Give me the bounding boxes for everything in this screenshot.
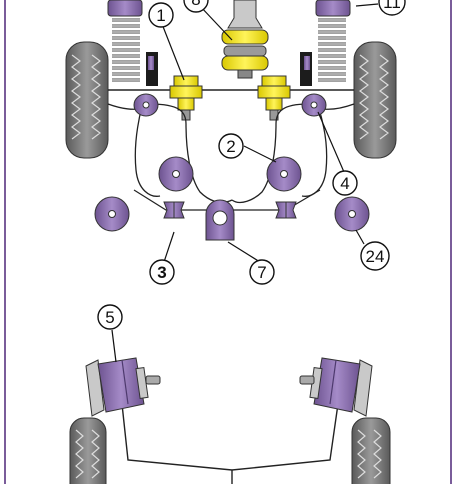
front-right-strut [300, 0, 351, 86]
callout-2: 2 [218, 133, 244, 159]
callout-4: 4 [332, 170, 358, 196]
front-yellow-bush-left [169, 75, 203, 121]
callout-7: 7 [249, 259, 275, 285]
callout-5-label: 5 [105, 308, 114, 327]
callout-11-label: 11 [383, 0, 401, 12]
callout-5: 5 [97, 304, 123, 330]
callout-3: 3 [149, 259, 175, 285]
rear-trailing-arm-bush-right [299, 357, 373, 417]
callout-24-label: 24 [366, 247, 385, 266]
callout-1: 1 [148, 2, 174, 28]
callout-2-label: 2 [226, 137, 235, 156]
front-yellow-bush-right [257, 75, 291, 121]
engine-mount-bush [221, 0, 269, 79]
callout-leaders [111, 3, 379, 363]
rear-left-tyre [69, 417, 107, 484]
front-left-strut [107, 0, 158, 86]
callout-3-label: 3 [157, 263, 166, 282]
bush-loose-left [94, 196, 130, 232]
callout-4-label: 4 [340, 174, 349, 193]
front-arm-bush-small-right [301, 93, 327, 117]
callout-8: 8 [183, 0, 209, 13]
bush-24 [334, 196, 370, 232]
front-right-tyre [353, 41, 397, 159]
front-arm-bush-rear-left [158, 156, 194, 192]
rear-trailing-arm-bush-left [85, 357, 161, 417]
bush-7 [205, 199, 235, 241]
callout-7-label: 7 [257, 263, 266, 282]
front-left-tyre [65, 41, 109, 159]
front-arm-bush-small-left [133, 93, 159, 117]
callout-8-label: 8 [191, 0, 200, 9]
rear-beam [121, 403, 339, 471]
rear-right-tyre [351, 417, 391, 484]
callout-1-label: 1 [156, 6, 165, 25]
anti-roll-bar-bush-left [163, 201, 185, 219]
front-arm-bush-rear-right [266, 156, 302, 192]
callout-24: 24 [360, 241, 390, 271]
anti-roll-bar-bush-right [275, 201, 297, 219]
callout-11: 11 [378, 0, 406, 16]
